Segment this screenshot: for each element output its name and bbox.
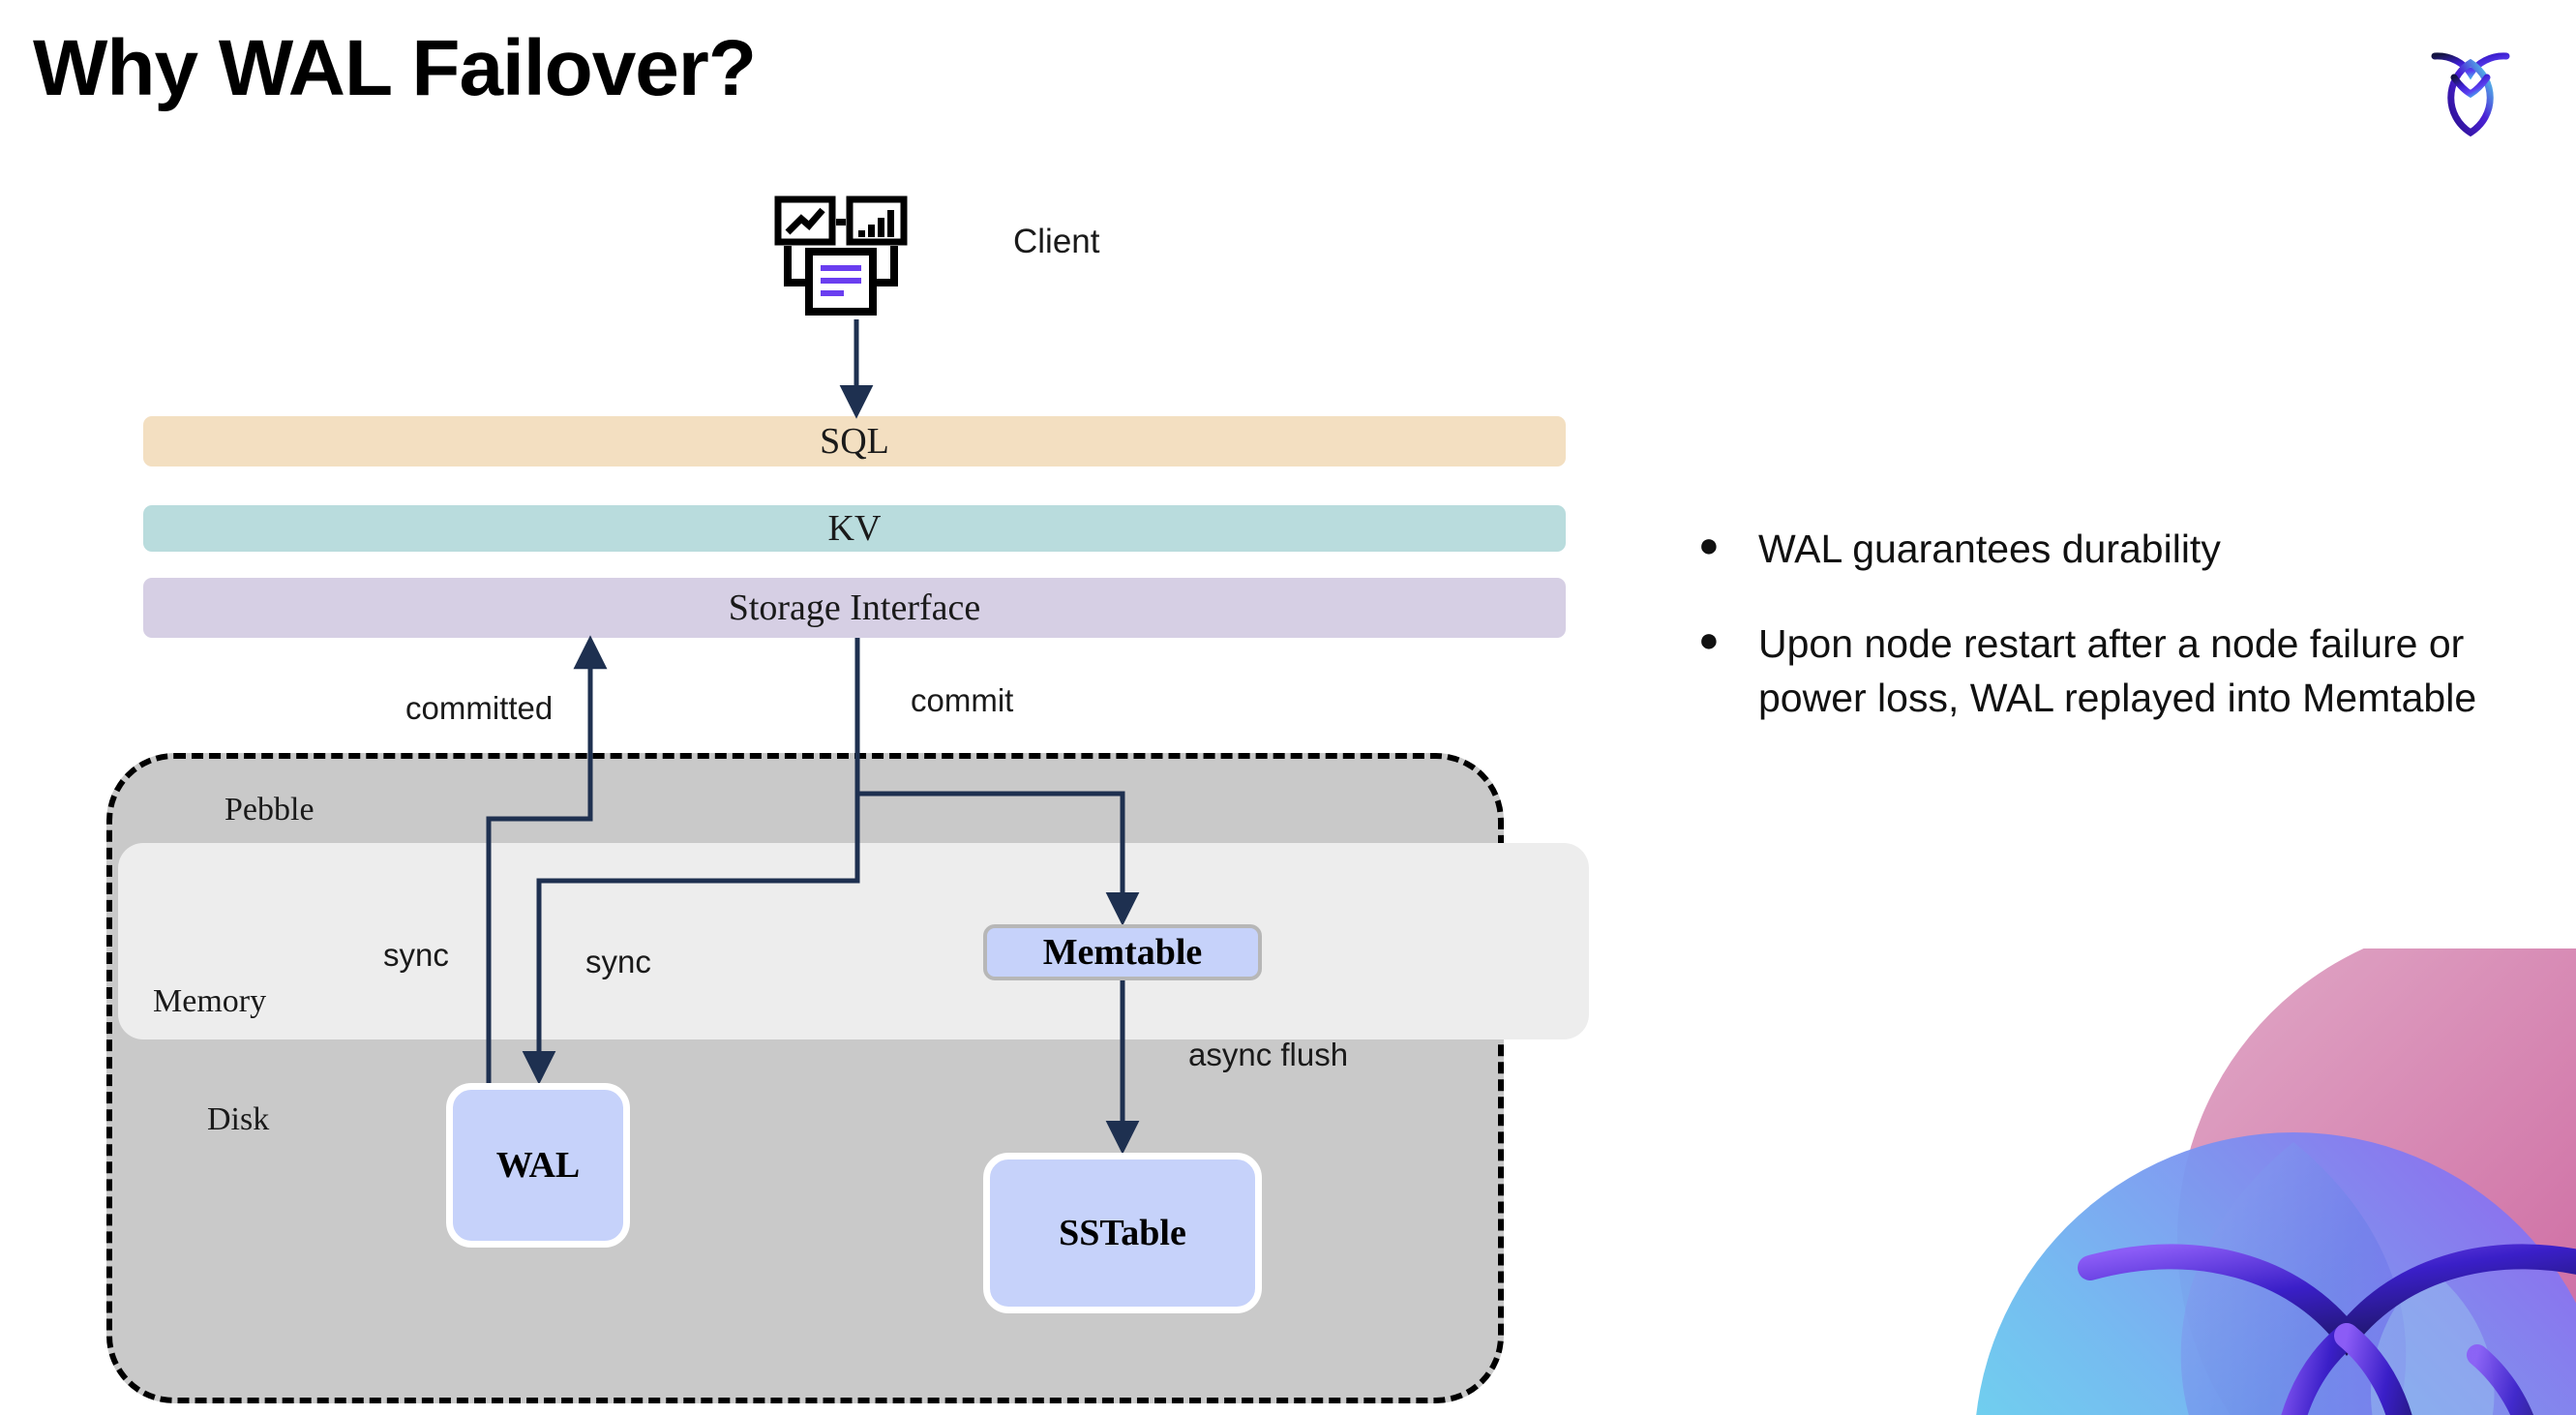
disk-label: Disk bbox=[207, 1101, 270, 1137]
list-item: ● Upon node restart after a node failure… bbox=[1698, 617, 2531, 726]
bullet-list: ● WAL guarantees durability ● Upon node … bbox=[1698, 523, 2531, 766]
node-wal[interactable]: WAL bbox=[446, 1083, 630, 1248]
client-label: Client bbox=[1013, 223, 1100, 260]
layer-bar-storage-interface[interactable]: Storage Interface bbox=[143, 578, 1566, 638]
architecture-diagram: Client SQL KV Storage Interface Pebble M… bbox=[106, 196, 1589, 1403]
client-dashboard-icon bbox=[774, 196, 929, 321]
list-item: ● WAL guarantees durability bbox=[1698, 523, 2531, 577]
cockroachdb-logo-icon bbox=[2417, 37, 2524, 143]
memory-label: Memory bbox=[153, 983, 267, 1019]
edge-label-commit: commit bbox=[911, 682, 1014, 718]
pebble-label: Pebble bbox=[225, 792, 315, 828]
edge-label-async-flush: async flush bbox=[1188, 1037, 1349, 1072]
node-sstable[interactable]: SSTable bbox=[983, 1153, 1262, 1313]
bullet-marker-icon: ● bbox=[1698, 525, 1720, 564]
layer-bar-kv[interactable]: KV bbox=[143, 505, 1566, 552]
memory-region bbox=[118, 843, 1589, 1039]
bullet-marker-icon: ● bbox=[1698, 618, 1720, 659]
page-title: Why WAL Failover? bbox=[33, 24, 757, 112]
edge-label-sync-right: sync bbox=[585, 944, 651, 979]
edge-label-committed: committed bbox=[405, 690, 554, 726]
bullet-text: Upon node restart after a node failure o… bbox=[1758, 620, 2477, 720]
layer-bar-sql[interactable]: SQL bbox=[143, 416, 1566, 467]
decorative-logo-artwork bbox=[1974, 948, 2576, 1415]
node-memtable[interactable]: Memtable bbox=[983, 924, 1262, 980]
edge-label-sync-left: sync bbox=[383, 937, 449, 973]
bullet-text: WAL guarantees durability bbox=[1758, 527, 2221, 571]
